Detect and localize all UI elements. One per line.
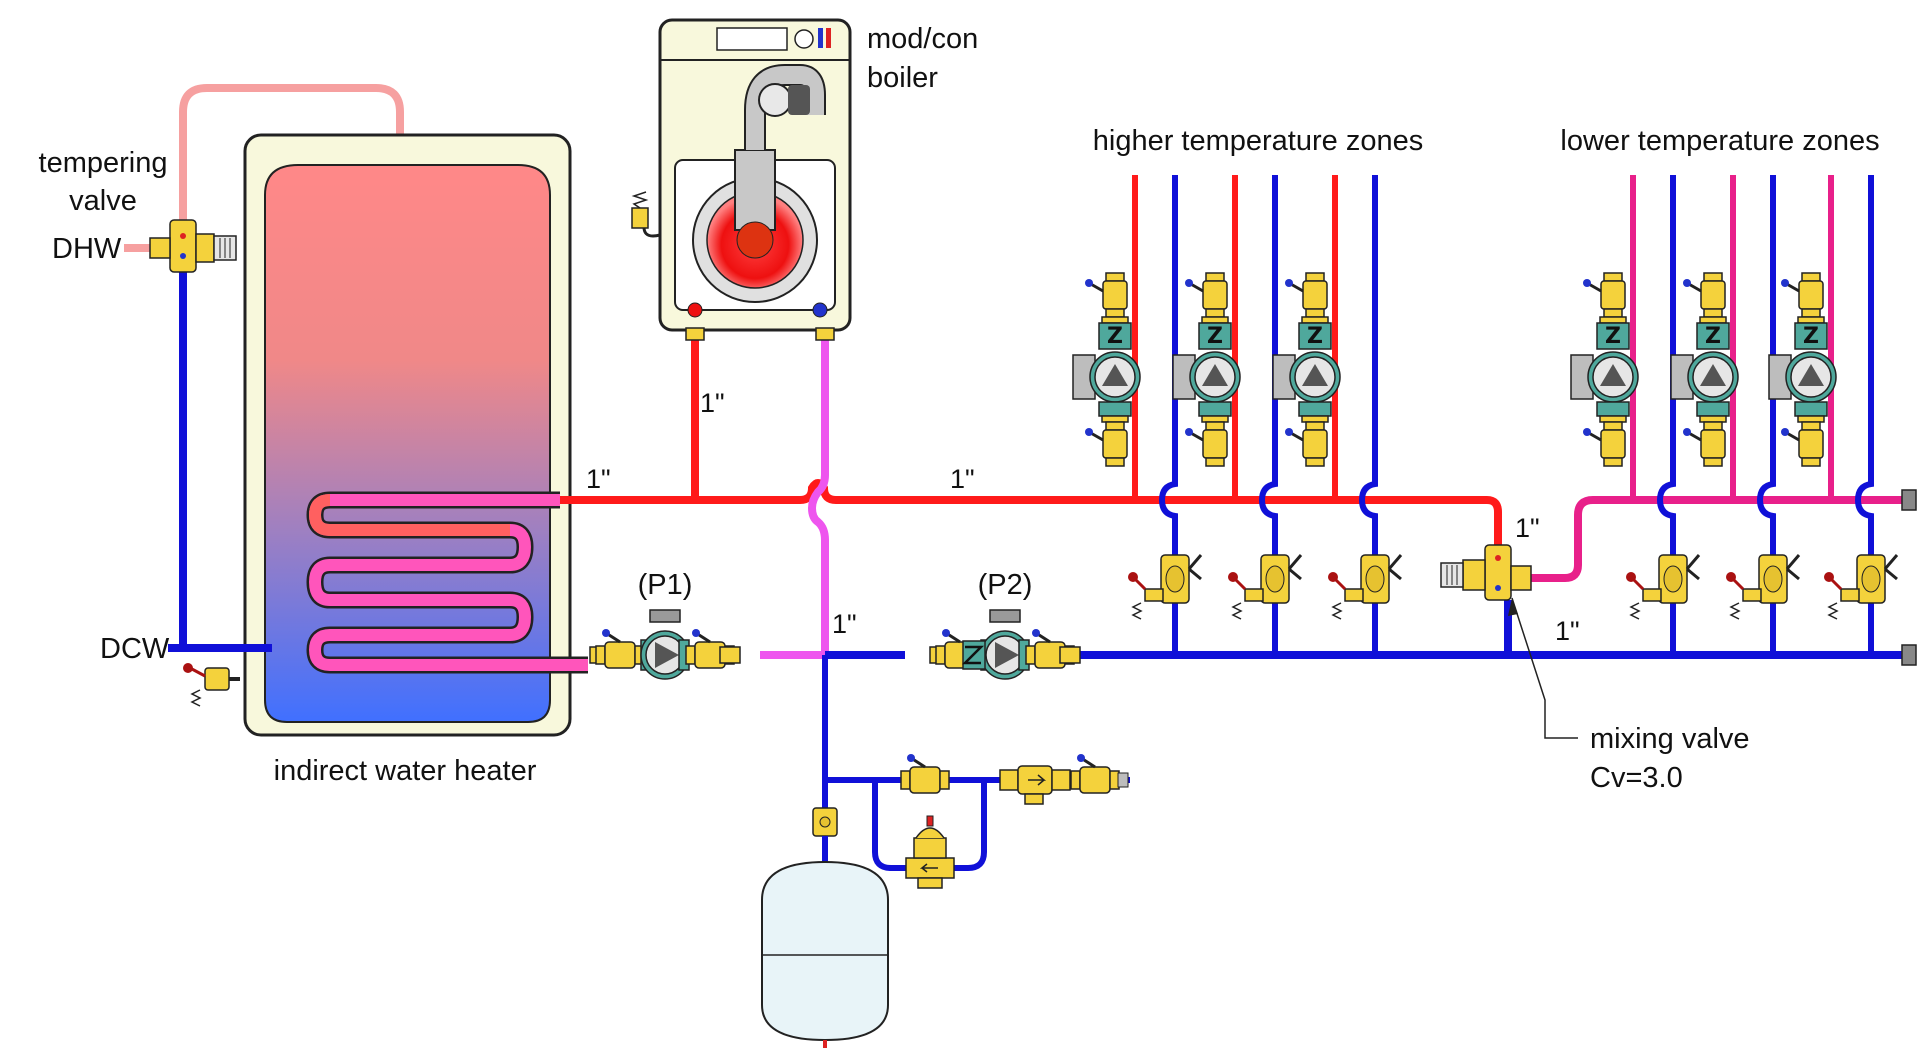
higher-zone-station-1	[1073, 273, 1140, 466]
dcw-drain-valve	[183, 663, 240, 707]
circulator-pump-p1	[590, 610, 740, 679]
pipe-size-mixed-supply: 1"	[1515, 513, 1540, 543]
higher-zone-purge-2	[1226, 553, 1303, 621]
pipe-size-low-return: 1"	[1555, 616, 1580, 646]
mixing-valve-label-line1: mixing valve	[1590, 723, 1750, 755]
higher-zone-station-3	[1273, 273, 1340, 466]
mod-con-boiler	[631, 18, 852, 341]
tempering-valve-label-line2: valve	[69, 185, 137, 217]
indirect-water-heater-label: indirect water heater	[274, 755, 537, 787]
dhw-label: DHW	[52, 233, 122, 265]
tempering-valve-label-line1: tempering	[39, 147, 168, 179]
makeup-water-assembly	[899, 752, 1129, 889]
mixing-valve-label-line2: Cv=3.0	[1590, 762, 1683, 794]
dcw-label: DCW	[100, 633, 170, 665]
lower-zones-label: lower temperature zones	[1560, 125, 1879, 157]
mixing-valve	[1440, 544, 1532, 601]
circulator-pump-p2	[930, 610, 1080, 679]
pipe-size-boiler-return: 1"	[832, 609, 857, 639]
pipe-size-heater-supply: 1"	[586, 464, 611, 494]
lower-zone-purge-2	[1724, 553, 1801, 621]
pump-p2-label: (P2)	[978, 569, 1033, 601]
mixing-valve-leader	[1508, 597, 1578, 739]
lower-zone-purge-3	[1822, 553, 1899, 621]
higher-zone-risers	[1132, 175, 1378, 655]
heat-exchanger-coil	[306, 491, 588, 674]
boiler-label-line2: boiler	[867, 62, 938, 94]
pipe-size-boiler-supply: 1"	[700, 388, 725, 418]
boiler-return	[760, 340, 829, 659]
mixed-supply-main	[1530, 496, 1910, 582]
hot-supply-main	[560, 340, 1502, 545]
indirect-water-heater	[179, 84, 572, 737]
pipe-size-main-supply: 1"	[950, 464, 975, 494]
tempering-valve	[149, 219, 237, 273]
higher-zones-label: higher temperature zones	[1093, 125, 1423, 157]
boiler-label-line1: mod/con	[867, 23, 978, 55]
lower-zone-risers	[1630, 175, 1874, 655]
lower-zone-station-3	[1769, 273, 1836, 466]
higher-zone-station-2	[1173, 273, 1240, 466]
expansion-tank	[761, 807, 889, 1048]
pump-p1-label: (P1)	[638, 569, 693, 601]
lower-zone-station-1	[1571, 273, 1638, 466]
return-end-cap	[1901, 644, 1917, 666]
lower-zone-purge-1	[1624, 553, 1701, 621]
higher-zone-purge-3	[1326, 553, 1403, 621]
lower-zone-station-2	[1671, 273, 1738, 466]
higher-zone-purge-1	[1126, 553, 1203, 621]
supply-end-cap	[1901, 489, 1917, 511]
